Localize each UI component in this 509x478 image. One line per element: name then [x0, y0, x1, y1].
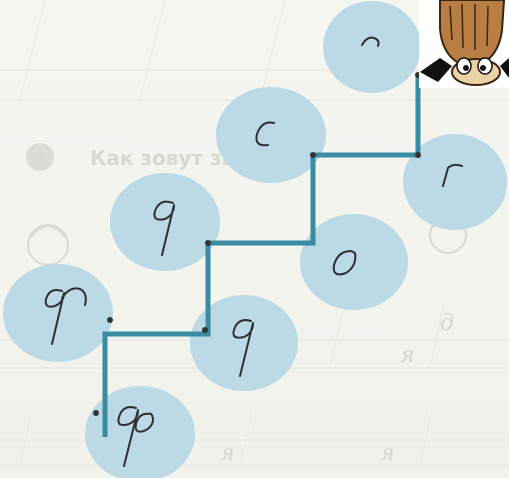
- faded-letter: д: [440, 311, 454, 336]
- beetle-character-icon: [419, 0, 509, 88]
- circle-top[interactable]: [323, 1, 421, 93]
- circle-s[interactable]: [216, 87, 326, 183]
- dot: [202, 327, 208, 333]
- dot: [415, 152, 421, 158]
- dot: [93, 410, 99, 416]
- dot: [107, 317, 113, 323]
- circle-d[interactable]: [110, 173, 220, 271]
- faded-letter: я: [400, 343, 415, 368]
- faded-heading-number: 1: [35, 148, 46, 167]
- dot: [205, 240, 211, 246]
- faded-letter: я: [380, 441, 395, 466]
- circle-f-left[interactable]: [3, 264, 113, 362]
- dot: [310, 152, 316, 158]
- faded-letter: я: [220, 441, 235, 466]
